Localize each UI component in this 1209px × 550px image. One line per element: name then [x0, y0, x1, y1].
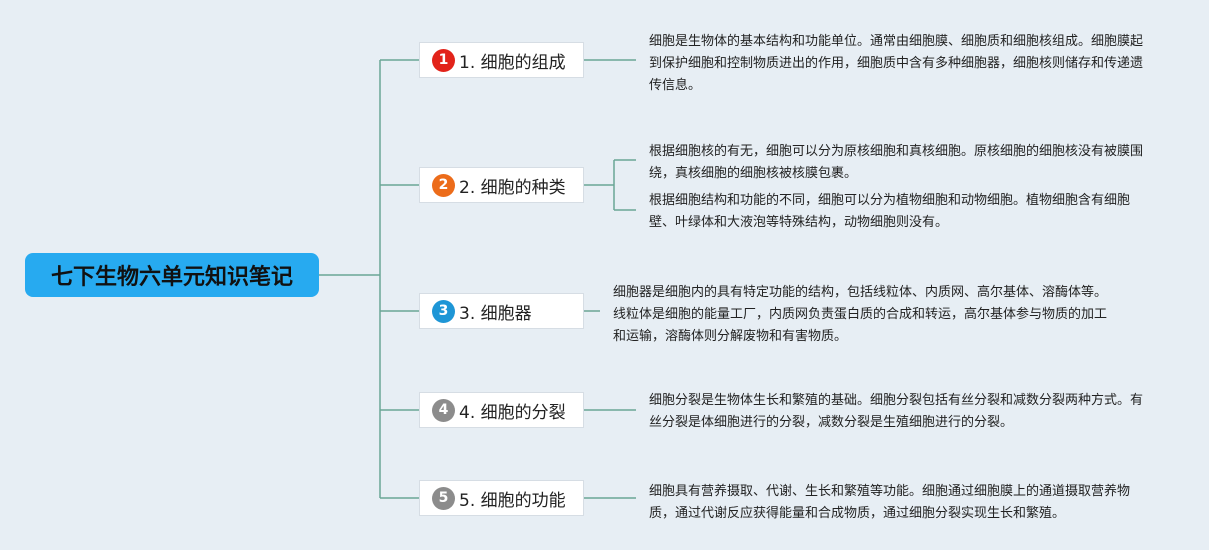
branch-label: 2. 细胞的种类	[459, 177, 566, 198]
branch-node-5[interactable]: 5 5. 细胞的功能	[419, 480, 584, 516]
note-cell-division[interactable]: 细胞分裂是生物体生长和繁殖的基础。细胞分裂包括有丝分裂和减数分裂两种方式。有丝分…	[649, 393, 1144, 430]
root-topic[interactable]: 七下生物六单元知识笔记	[25, 253, 319, 297]
branch-label: 5. 细胞的功能	[459, 490, 566, 511]
branch-label: 3. 细胞器	[459, 303, 532, 324]
note-link-2-split	[613, 159, 636, 211]
note-cell-types-plant-animal[interactable]: 根据细胞结构和功能的不同，细胞可以分为植物细胞和动物细胞。植物细胞含有细胞壁、叶…	[649, 193, 1131, 230]
branch-node-4[interactable]: 4 4. 细胞的分裂	[419, 392, 584, 428]
number-badge-icon: 1	[432, 48, 455, 72]
branch-node-3[interactable]: 3 3. 细胞器	[419, 293, 584, 329]
number-badge-icon: 2	[432, 173, 455, 197]
number-badge-icon: 3	[432, 299, 455, 323]
branch-node-2[interactable]: 2 2. 细胞的种类	[419, 167, 584, 203]
note-organelles[interactable]: 细胞器是细胞内的具有特定功能的结构，包括线粒体、内质网、高尔基体、溶酶体等。线粒…	[613, 285, 1108, 344]
number-badge-icon: 5	[432, 486, 455, 510]
branch-node-1[interactable]: 1 1. 细胞的组成	[419, 42, 584, 78]
note-cell-composition[interactable]: 细胞是生物体的基本结构和功能单位。通常由细胞膜、细胞质和细胞核组成。细胞膜起到保…	[649, 34, 1144, 93]
number-badge-icon: 4	[432, 398, 455, 422]
note-cell-types-nucleus[interactable]: 根据细胞核的有无，细胞可以分为原核细胞和真核细胞。原核细胞的细胞核没有被膜围绕，…	[649, 144, 1144, 181]
branch-label: 4. 细胞的分裂	[459, 402, 566, 423]
branch-label: 1. 细胞的组成	[459, 52, 566, 73]
note-cell-function[interactable]: 细胞具有营养摄取、代谢、生长和繁殖等功能。细胞通过细胞膜上的通道摄取营养物质，通…	[649, 484, 1131, 521]
